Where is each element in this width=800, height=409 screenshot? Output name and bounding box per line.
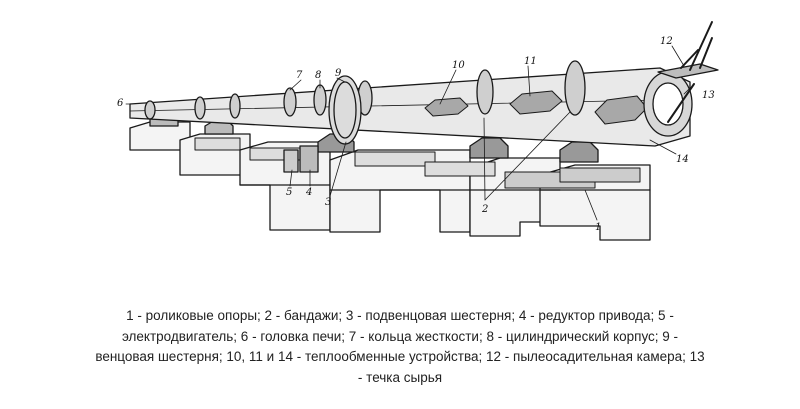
caption-line-2: электродвигатель; 6 - головка печи; 7 - … [121,328,679,344]
leader-lines [125,45,691,221]
rotary-kiln-drawing: 6 7 8 9 10 11 12 13 14 5 4 3 2 1 [117,21,719,241]
kiln-mouth [643,71,693,137]
drive-unit [283,145,319,173]
label-12: 12 [660,36,673,47]
label-4: 4 [305,187,312,198]
heat-exchanger-windows [424,90,648,125]
girth-gear [328,75,362,145]
label-8: 8 [315,70,321,81]
label-6: 6 [117,98,124,109]
label-5: 5 [286,187,292,198]
label-7: 7 [296,70,303,81]
feed-chute [667,83,695,123]
label-1: 1 [595,222,601,233]
caption-line-1: 1 - роликовые опоры; 2 - бандажи; 3 - по… [126,308,674,323]
label-13: 13 [702,90,715,101]
kiln-shell [129,67,691,147]
label-2: 2 [481,204,488,215]
caption-line-4: - течка сырья [357,369,443,385]
label-11: 11 [524,56,537,67]
dust-chamber [657,21,719,79]
label-10: 10 [452,60,465,71]
label-9: 9 [335,68,342,79]
caption-line-3: венцовая шестерня; 10, 11 и 14 - теплооб… [95,349,705,364]
label-3: 3 [325,197,331,208]
figure-caption: 1 - роликовые опоры; 2 - бандажи; 3 - по… [70,306,730,388]
label-14: 14 [676,154,689,165]
